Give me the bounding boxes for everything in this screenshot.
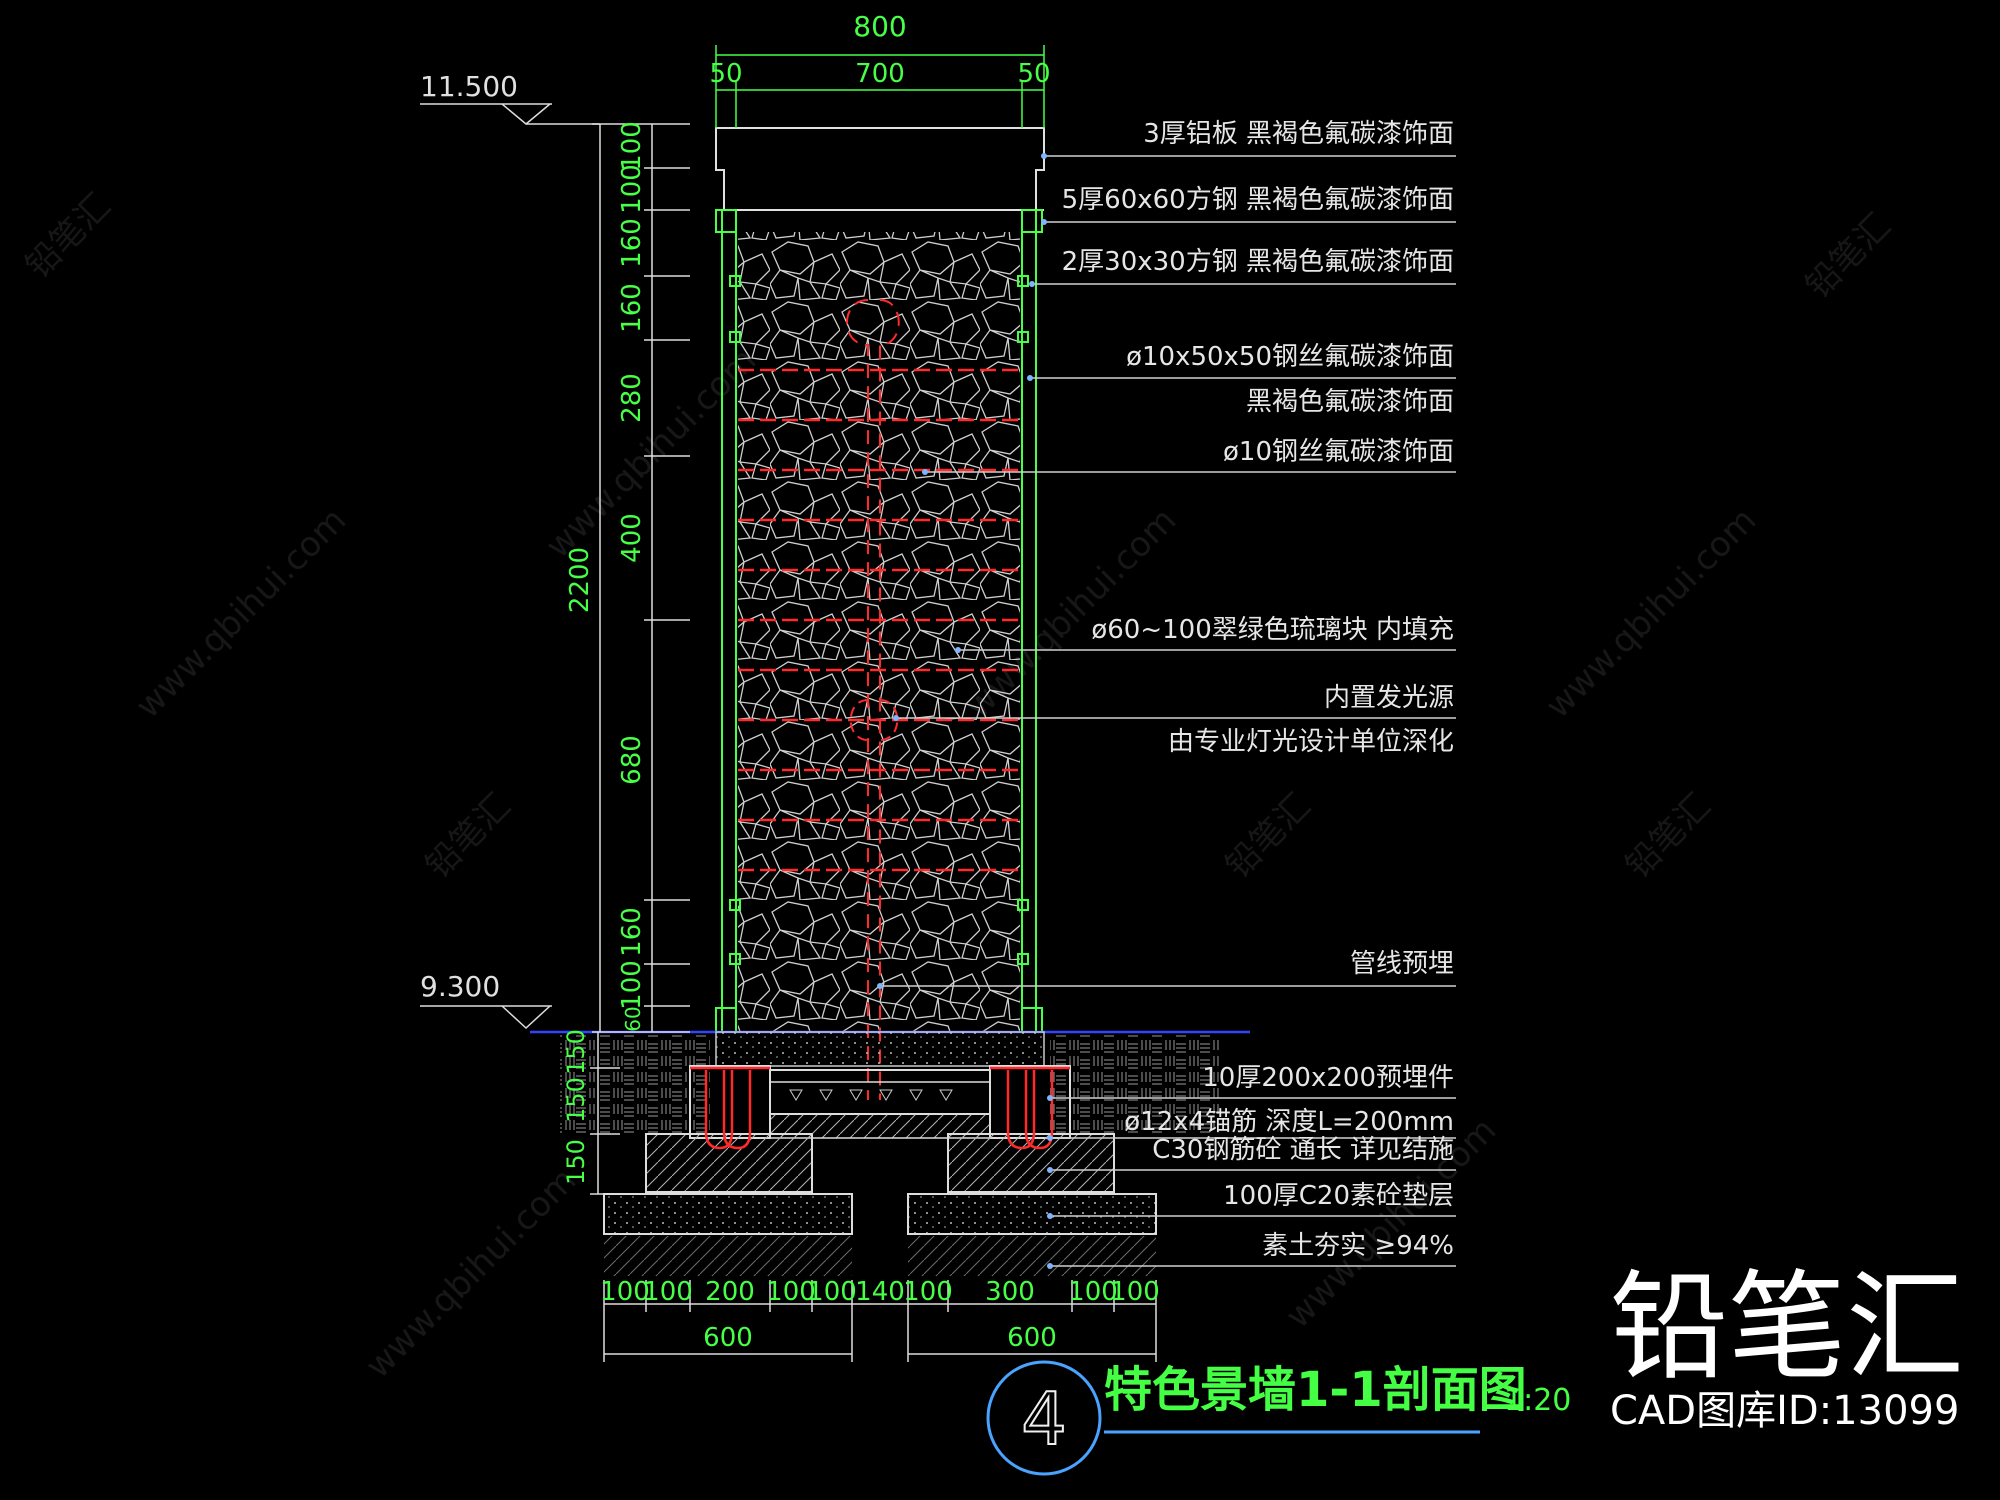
foundation-dim-labels: 150 150 150 [562,1029,590,1185]
callout-c30-concrete: C30钢筋砼 通长 详见结施 [1152,1135,1454,1165]
watermark-logo: 铅笔汇 [418,786,518,886]
dim-seg: 160 [617,283,647,333]
callout-wire-mesh-finish: 黑褐色氟碳漆饰面 [1246,387,1454,417]
dim-seg: 150 [562,1029,590,1075]
embed-plate [715,1031,1045,1067]
left-dimensions [592,123,690,1033]
callout-light-source: 内置发光源 [1324,683,1454,713]
elevation-marks: 11.500 9.300 [420,70,600,1030]
light-source-conduit [846,299,869,1100]
aluminium-cap [715,127,1045,211]
dim-seg: 100 [1068,1277,1118,1307]
dim-seg: 100 [617,121,647,171]
watermark-logo: 铅笔汇 [1218,786,1318,886]
dim-seg: 100 [903,1277,953,1307]
dim-right-edge: 50 [1017,59,1050,89]
dim-overall-width: 800 [853,10,906,43]
callout-60-steel-tube: 5厚60x60方钢 黑褐色氟碳漆饰面 [1062,185,1454,215]
title-block: 4 特色景墙1-1剖面图 1:20 [986,1360,1571,1476]
watermark-logo: 铅笔汇 [1618,786,1718,886]
dim-seg: 100 [1110,1277,1160,1307]
callout-labels: 3厚铝板 黑褐色氟碳漆饰面 5厚60x60方钢 黑褐色氟碳漆饰面 2厚30x30… [1062,119,1454,1261]
dim-seg: 100 [643,1277,693,1307]
dim-seg: 100 [617,960,647,1010]
watermark-logo: 铅笔汇 [18,186,118,286]
brand-block: 铅笔汇 CAD图库ID:13099 [1610,1258,1964,1434]
dim-middle: 700 [855,59,905,89]
right-cushion [907,1193,1157,1235]
dim-seg: 680 [617,735,647,785]
dim-seg: 150 [562,1139,590,1185]
elevation-top: 11.500 [420,70,518,103]
left-cushion [603,1193,853,1235]
left-dim-labels: 2200 100 100 160 160 280 400 680 160 100… [565,121,647,1032]
watermark-site: www.qbihui.com [1538,500,1764,726]
drawing-title: 特色景墙1-1剖面图 [1104,1362,1527,1418]
dim-seg: 60 [621,1006,645,1031]
elevation-bottom: 9.300 [420,970,500,1003]
bottom-dim-labels: 100 100 200 100 100 140 100 300 100 100 … [600,1277,1160,1353]
callout-30-steel-tube: 2厚30x30方钢 黑褐色氟碳漆饰面 [1062,247,1454,277]
section-number-circle [986,1360,1102,1476]
dim-seg: 300 [985,1277,1035,1307]
drawing-scale: 1:20 [1504,1383,1571,1418]
callout-glass-block: ø60~100翠绿色琉璃块 内填充 [1091,615,1454,645]
callout-embed-plate: 10厚200x200预埋件 [1202,1063,1454,1093]
callout-wire-mesh: ø10x50x50钢丝氟碳漆饰面 [1126,342,1454,372]
watermark-site: www.qbihui.com [538,340,764,566]
bracket-tabs [729,275,1029,965]
dim-seg: 200 [705,1277,755,1307]
dim-seg: 100 [766,1277,816,1307]
callout-dots [877,153,1053,1269]
wall-section [715,127,1045,1100]
watermark-site: www.qbihui.com [128,500,354,726]
callout-lighting-design: 由专业灯光设计单位深化 [1168,727,1454,757]
callout-c20-cushion: 100厚C20素砼垫层 [1223,1181,1454,1211]
dim-seg: 100 [807,1277,857,1307]
watermark-site: www.qbihui.com [358,1160,584,1386]
dim-left-edge: 50 [709,59,742,89]
callout-anchor-bar: ø12x4锚筋 深度L=200mm [1124,1107,1454,1137]
section-number: 4 [1021,1377,1067,1461]
dim-left-total: 600 [703,1323,753,1353]
callout-conduit: 管线预埋 [1350,949,1454,979]
callout-aluminium-plate: 3厚铝板 黑褐色氟碳漆饰面 [1143,119,1454,149]
brand-logo: 铅笔汇 [1610,1258,1964,1396]
top-dimensions: 800 50 700 50 [709,10,1051,128]
foundation-dimensions [590,1032,620,1195]
anchor-bars [690,1066,1070,1150]
dim-seg: 160 [617,907,647,957]
bottom-dimensions [603,1280,1157,1362]
foundation-section [530,1030,1250,1276]
callout-compacted-soil: 素土夯实 ≥94% [1262,1231,1454,1261]
brand-id: CAD图库ID:13099 [1610,1388,1959,1434]
dim-right-total: 600 [1007,1323,1057,1353]
dim-seg: 160 [617,218,647,268]
dim-seg: 150 [562,1077,590,1123]
callout-steel-wire: ø10钢丝氟碳漆饰面 [1223,437,1454,467]
dim-seg: 100 [600,1277,650,1307]
dim-total-height: 2200 [565,547,595,613]
dim-seg: 400 [617,513,647,563]
dim-seg: 100 [617,164,647,214]
dim-seg: 280 [617,373,647,423]
callout-leaders [880,155,1456,1267]
watermark-logo: 铅笔汇 [1798,206,1898,306]
dim-seg: 140 [855,1277,905,1307]
